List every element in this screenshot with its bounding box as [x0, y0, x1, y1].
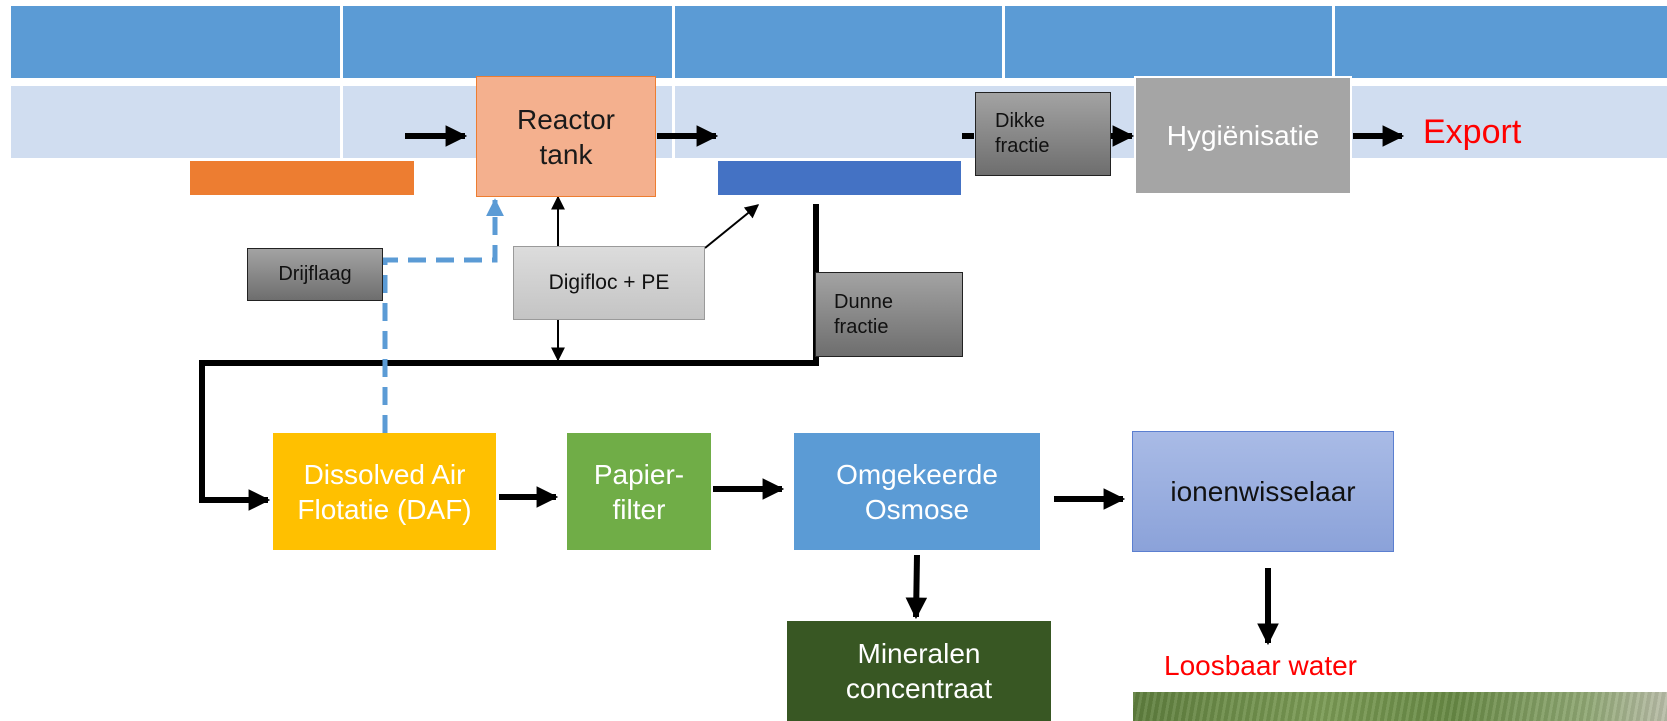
dunne-fractie-node: Dunne fractie: [815, 272, 963, 357]
loosbaar-water-label: Loosbaar water: [1164, 650, 1358, 681]
omgekeerde-osmose-node: Omgekeerde Osmose: [794, 433, 1040, 550]
papierfilter-node: Papier- filter: [567, 433, 711, 550]
dunne-fractie-label: Dunne fractie: [834, 290, 893, 338]
dashed-drijflaag-return: [382, 198, 504, 433]
header-strip-segment-3: [675, 6, 1002, 78]
ionenwisselaar-label: ionenwisselaar: [1170, 476, 1356, 507]
hygienisatie-label: Hygiënisatie: [1166, 120, 1320, 151]
export-label: Export: [1423, 113, 1522, 151]
header-strip-segment-4: [1005, 6, 1332, 78]
dikke-fractie-node: Dikke fractie: [975, 92, 1111, 176]
dikke-fractie-label: Dikke fractie: [995, 110, 1050, 157]
drijflaag-label: Drijflaag: [278, 263, 352, 285]
process-strip-segment-1: [11, 86, 340, 158]
arrow-osmose-to-mineralen: [905, 554, 928, 620]
blue-bar: [718, 161, 961, 195]
header-strip-segment-5: [1335, 6, 1667, 78]
mineralen-concentraat-node: Mineralen concentraat: [787, 621, 1051, 721]
daf-node: Dissolved Air Flotatie (DAF): [273, 433, 496, 550]
daf-label: Dissolved Air Flotatie (DAF): [297, 458, 472, 525]
header-strip-segment-1: [11, 6, 340, 78]
orange-bar: [190, 161, 414, 195]
omgekeerde-osmose-label: Omgekeerde Osmose: [836, 458, 998, 525]
ionenwisselaar-node: ionenwisselaar: [1132, 431, 1394, 552]
landscape-photo: [1133, 692, 1667, 721]
reactor-tank-node: Reactor tank: [476, 76, 656, 197]
arrow-digifloc-to-separator: [704, 204, 760, 249]
papierfilter-label: Papier- filter: [593, 458, 685, 525]
reactor-tank-label: Reactor tank: [516, 103, 616, 170]
digifloc-pe-node: Digifloc + PE: [513, 246, 705, 320]
drijflaag-node: Drijflaag: [247, 248, 383, 301]
digifloc-pe-label: Digifloc + PE: [548, 270, 670, 294]
mineralen-concentraat-label: Mineralen concentraat: [845, 638, 993, 704]
hygienisatie-node: Hygiënisatie: [1134, 76, 1352, 195]
header-strip-segment-2: [343, 6, 672, 78]
